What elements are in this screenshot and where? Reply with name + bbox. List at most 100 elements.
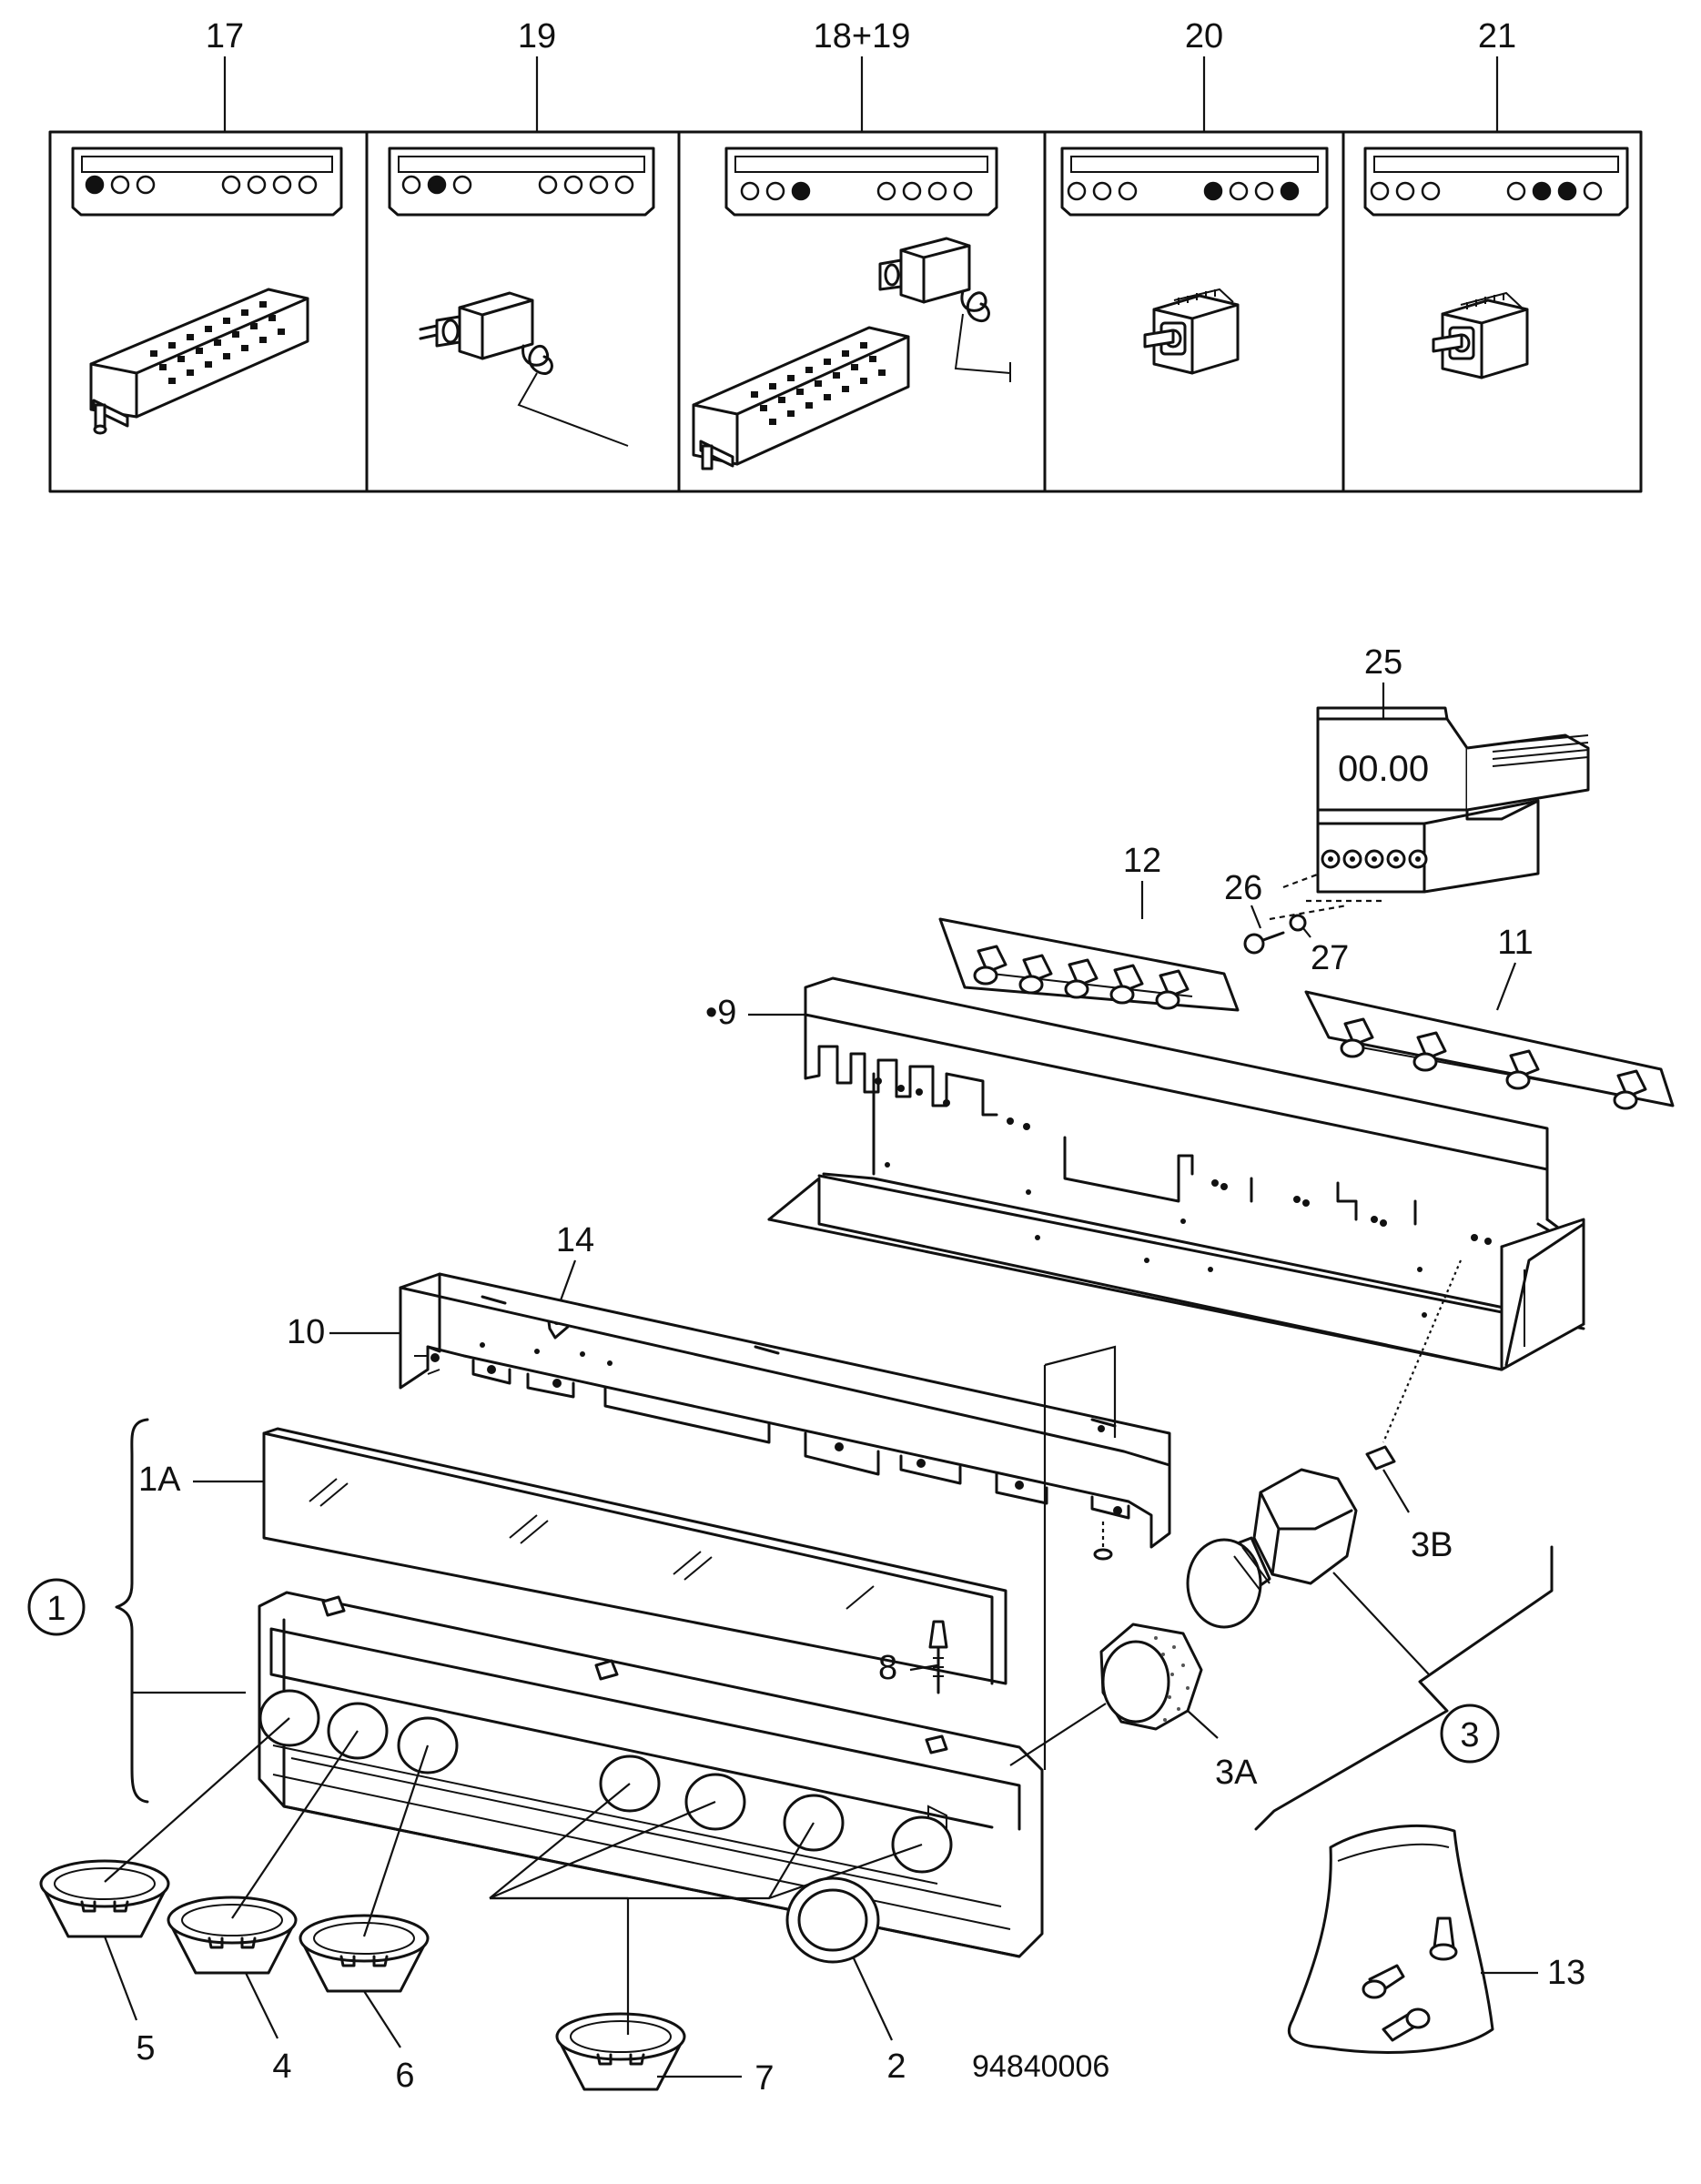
callout-7: 7 [754,2059,774,2098]
callout-5: 5 [136,2029,155,2068]
thermostat-with-capillary [878,237,1011,382]
callout-11: 11 [1497,924,1533,962]
indicator-dot [902,181,922,201]
callout-14: 14 [556,1221,594,1259]
part-1A-glass-panel: 1A [138,1427,1007,1685]
indicator-dot [221,175,241,195]
part-2-ring: 2 [785,1876,906,2086]
selector-switch-block [692,326,910,470]
part-5-knob: 5 [39,1717,290,2068]
leader-line [362,1744,430,1937]
leader-line [245,1972,278,2039]
callout-2: 2 [886,2048,906,2086]
callout-1A: 1A [138,1461,181,1499]
indicator-dot [1370,181,1390,201]
leader-line [853,1957,893,2041]
indicator-dot [110,175,130,195]
variant-label: 19 [518,17,556,56]
leader-line [103,1936,138,2021]
indicator-dot [1118,181,1138,201]
leader-line [1332,1572,1430,1675]
indicator-dot [538,175,558,195]
variant-panel: 17 [71,17,343,435]
leader-line [1250,905,1262,929]
callout-25: 25 [1364,643,1402,682]
variant-label: 20 [1185,17,1223,56]
indicator-dot [1092,181,1112,201]
variant-panel-strip [48,130,1643,493]
callout-3: 3 [1460,1716,1479,1754]
indicator-dot [136,175,156,195]
indicator-dot [452,175,472,195]
indicator-dot [1229,181,1249,201]
callout-6: 6 [395,2057,414,2095]
variant-label: 17 [206,17,244,56]
callout-9: •9 [705,994,736,1032]
part-8-pin: 8 [878,1620,948,1694]
indicator-dot [1395,181,1415,201]
control-panel-icon [724,147,998,217]
indicator-dot [1421,181,1441,201]
control-panel-icon [388,147,655,217]
part-11-indicator-strip: 11 [1304,924,1675,1110]
control-panel-icon [1363,147,1629,217]
callout-27: 27 [1311,939,1349,977]
part-7-knob: 7 [489,1783,923,2098]
indicator-dot-active [1557,181,1577,201]
variant-panel: 20 [1060,17,1329,375]
callout-13: 13 [1547,1954,1585,1992]
part-27-washer: 27 [1289,914,1349,977]
variant-strip-frame [48,130,1643,493]
leader-line [1302,927,1311,938]
indicator-dot [589,175,609,195]
variant-panel: 18+19 [692,17,1011,470]
leader-line [363,1990,401,2048]
part-3-pilot-lamp-holder: 3 [1186,1468,1554,1831]
callout-3B: 3B [1411,1526,1453,1564]
indicator-dot [614,175,634,195]
variant-label: 18+19 [814,17,911,56]
leader-line [909,1663,938,1672]
indicator-dot [247,175,267,195]
part-9-rear-frame: •9 [705,976,1585,1371]
part-25-timer-module: 25 00.00 [1269,643,1590,921]
callout-26: 26 [1224,869,1262,907]
selector-switch-block [89,288,309,435]
indicator-dot-active [1532,181,1552,201]
part-3B-lamp-cap: 3B [1365,1259,1463,1564]
indicator-dot [876,181,896,201]
drawing-number: 94840006 [972,2049,1109,2084]
energy-regulator [1143,288,1240,375]
part-4-knob: 4 [167,1730,359,2086]
part-13-fitting-bag: 13 [1287,1824,1585,2054]
callout-8: 8 [878,1649,897,1687]
callout-1: 1 [46,1590,66,1628]
indicator-dot [765,181,785,201]
leader-line [1187,1710,1219,1739]
callout-12: 12 [1123,842,1161,880]
indicator-dot [401,175,421,195]
indicator-dot [272,175,292,195]
variant-panel: 19 [388,17,655,447]
part-6-knob: 6 [299,1744,430,2095]
part-10-bracket: 10 [287,1272,1171,1561]
indicator-dot [740,181,760,201]
indicator-dot-active [1280,181,1300,201]
part-3A-lens: 3A [1099,1623,1258,1792]
thermostat-with-capillary [419,291,629,447]
timer-display: 00.00 [1338,749,1429,789]
callout-3A: 3A [1215,1754,1258,1792]
indicator-dot [1583,181,1603,201]
leader-line [1382,1469,1410,1513]
leader-line [104,1717,290,1883]
part-12-indicator-strip: 12 [938,842,1240,1012]
callout-4: 4 [272,2048,291,2086]
variant-label: 21 [1478,17,1516,56]
variant-panel: 21 [1363,17,1629,379]
indicator-dot [1254,181,1274,201]
indicator-dot [563,175,583,195]
part-26-screw: 26 [1224,869,1285,955]
control-panel-icon [71,147,343,217]
indicator-dot [1067,181,1087,201]
